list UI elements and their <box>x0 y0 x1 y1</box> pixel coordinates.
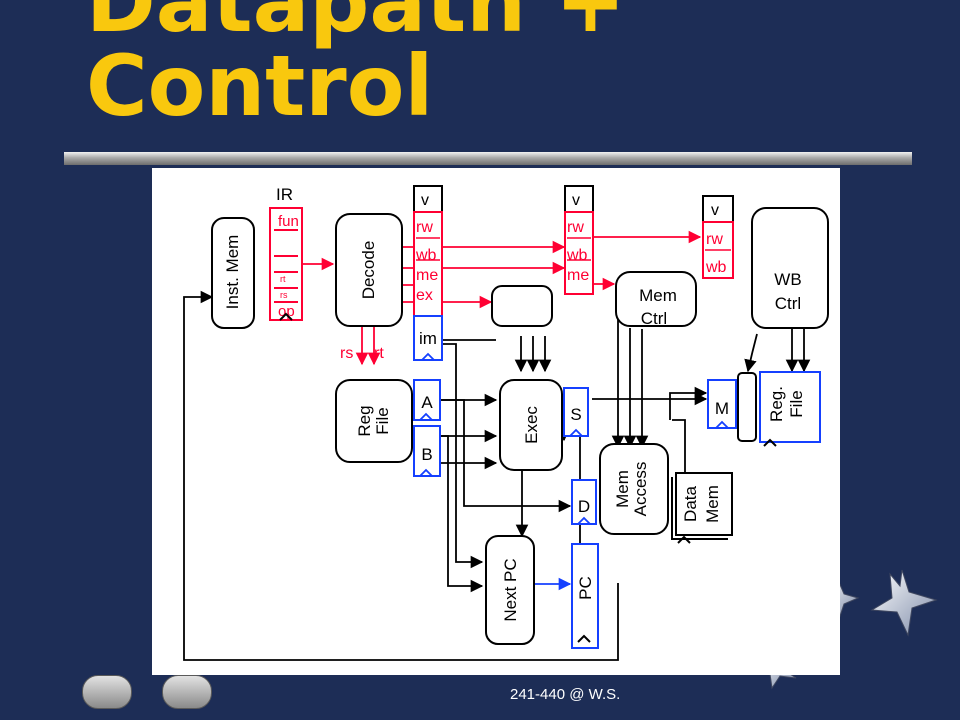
stage1-ex-label: ex <box>416 287 433 304</box>
a-register <box>413 379 441 421</box>
rt-select-label: rt <box>374 345 384 362</box>
pc-register-label: PC <box>576 576 595 600</box>
b-register <box>413 425 441 477</box>
mem-access-label-line1: Mem <box>613 470 632 508</box>
mem-ctrl-label-line2: Ctrl <box>641 309 667 328</box>
reg-file2-label-line1: Reg. <box>767 386 786 422</box>
im-register <box>413 315 443 361</box>
stage1-me-label: me <box>416 267 438 284</box>
rs-select-label: rs <box>340 345 353 362</box>
exec-control-block <box>491 285 553 327</box>
slide-footer: 241-440 @ W.S. <box>510 686 621 703</box>
data-mem-label-line2: Mem <box>703 485 722 523</box>
reg-file2-register <box>759 371 821 443</box>
reg-file-label-line1: Reg <box>355 405 374 436</box>
d-register-label: D <box>578 497 590 516</box>
a-register-label: A <box>421 393 433 412</box>
exec-block <box>499 379 563 471</box>
previous-slide-button[interactable] <box>82 675 132 709</box>
stage2-valid-label: v <box>572 192 580 209</box>
reg-file-block <box>335 379 413 463</box>
ir-label: IR <box>276 185 293 204</box>
mem-ctrl-block <box>615 271 697 327</box>
reg-file2-label-line2: File <box>787 390 806 417</box>
clock-icon <box>677 535 691 544</box>
im-register-label: im <box>419 329 437 348</box>
data-mem-block <box>671 472 733 540</box>
stage2-rw-label: rw <box>567 219 584 236</box>
next-slide-button[interactable] <box>162 675 212 709</box>
exec-label: Exec <box>522 406 541 444</box>
ir-register <box>269 207 303 321</box>
m-register <box>707 379 737 429</box>
control-register-stage2 <box>564 185 594 295</box>
stage1-wb-label: wb <box>415 247 437 264</box>
next-pc-label: Next PC <box>501 558 520 621</box>
stage3-valid-label: v <box>711 202 719 219</box>
mux-block <box>737 372 757 442</box>
clock-icon <box>577 634 591 643</box>
d-register <box>571 479 597 525</box>
decode-label: Decode <box>359 241 378 300</box>
title-divider <box>64 152 912 165</box>
slide-title-line2: Control <box>86 37 434 135</box>
mem-access-block <box>599 443 669 535</box>
control-register-stage3 <box>702 195 734 279</box>
ir-field-op: op <box>278 303 295 320</box>
stage3-rw-label: rw <box>706 231 723 248</box>
stage3-wb-label: wb <box>705 259 727 276</box>
stage1-valid-label: v <box>421 192 429 209</box>
decode-block <box>335 213 403 327</box>
inst-mem-block <box>211 217 255 329</box>
s-register <box>563 387 589 437</box>
clock-icon <box>279 312 293 321</box>
stage1-rw-label: rw <box>416 219 433 236</box>
s-register-label: S <box>570 405 581 424</box>
wb-ctrl-label-line2: Ctrl <box>775 294 801 313</box>
next-pc-block <box>485 535 535 645</box>
reg-file-label-line2: File <box>373 407 392 434</box>
slide-title-line1: Datapath + <box>86 0 626 51</box>
control-register-stage1 <box>413 185 443 317</box>
ir-field-rt: rt <box>280 274 286 284</box>
pc-register <box>571 543 599 649</box>
stage2-me-label: me <box>567 267 589 284</box>
m-register-label: M <box>715 399 729 418</box>
ir-field-rs: rs <box>280 290 288 300</box>
mem-access-label-line2: Access <box>631 462 650 517</box>
wb-ctrl-label-line1: WB <box>774 270 801 289</box>
inst-mem-label: Inst. Mem <box>223 235 242 310</box>
b-register-label: B <box>421 445 432 464</box>
mem-ctrl-label-line1: Mem <box>639 286 677 305</box>
wb-ctrl-block <box>751 207 829 329</box>
ir-field-fun: fun <box>278 213 299 230</box>
stage2-wb-label: wb <box>566 247 588 264</box>
data-mem-label-line1: Data <box>681 486 700 522</box>
datapath-control-diagram: Inst. Mem Decode Reg File Exec Mem Ctrl … <box>152 168 840 675</box>
clock-icon <box>763 438 777 447</box>
star-icon <box>870 569 938 637</box>
